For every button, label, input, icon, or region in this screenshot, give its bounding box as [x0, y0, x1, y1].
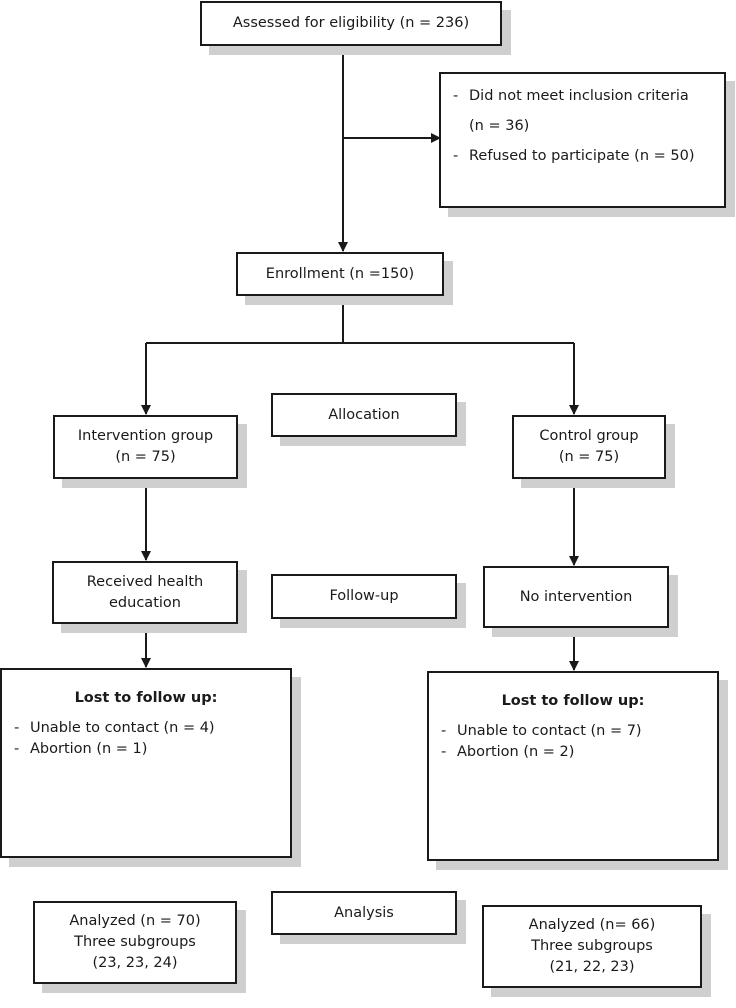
control-group-box: Control group (n = 75): [512, 415, 666, 479]
excluded-item: (n = 36): [469, 118, 530, 134]
control-analyzed-box: Analyzed (n= 66) Three subgroups (21, 22…: [482, 905, 702, 988]
stage-allocation: Allocation: [271, 393, 457, 437]
stage-follow-up: Follow-up: [271, 574, 457, 619]
lost-item: -Abortion (n = 2): [441, 744, 575, 760]
stage-analysis: Analysis: [271, 891, 457, 935]
intervention-treatment-box: Received health education: [52, 561, 238, 624]
intervention-lost-box: Lost to follow up: -Unable to contact (n…: [0, 668, 292, 858]
intervention-analyzed-box: Analyzed (n = 70) Three subgroups (23, 2…: [33, 901, 237, 984]
lost-item: -Unable to contact (n = 4): [14, 720, 215, 736]
excluded-box: -Did not meet inclusion criteria (n = 36…: [439, 72, 726, 208]
lost-item: -Unable to contact (n = 7): [441, 723, 642, 739]
enrollment-label: Enrollment (n =150): [265, 265, 415, 282]
lost-item: -Abortion (n = 1): [14, 741, 148, 757]
intervention-group-box: Intervention group (n = 75): [53, 415, 238, 479]
assessed-box: Assessed for eligibility (n = 236): [200, 1, 502, 46]
enrollment-box: Enrollment (n =150): [236, 252, 444, 296]
control-treatment-box: No intervention: [483, 566, 669, 628]
assessed-label: Assessed for eligibility (n = 236): [232, 15, 470, 31]
lost-heading: Lost to follow up:: [501, 693, 645, 709]
lost-heading: Lost to follow up:: [74, 690, 218, 706]
excluded-item: -Did not meet inclusion criteria: [453, 88, 689, 104]
excluded-item: -Refused to participate (n = 50): [453, 148, 695, 164]
control-lost-box: Lost to follow up: -Unable to contact (n…: [427, 671, 719, 861]
